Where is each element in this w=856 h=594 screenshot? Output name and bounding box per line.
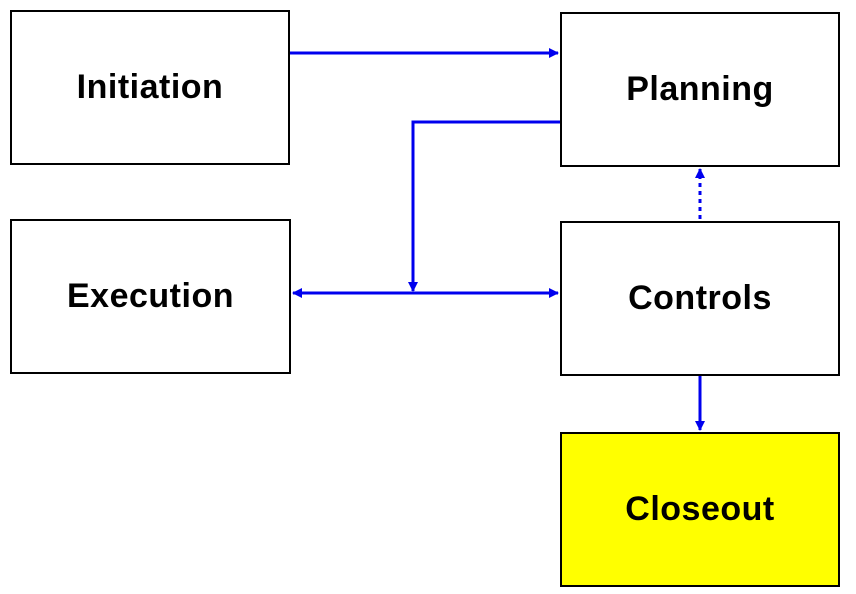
closeout-label: Closeout <box>625 490 775 528</box>
initiation-box: Initiation <box>10 10 290 165</box>
planning-box: Planning <box>560 12 840 167</box>
controls-label: Controls <box>628 279 772 317</box>
planning-label: Planning <box>626 70 774 108</box>
closeout-box: Closeout <box>560 432 840 587</box>
execution-label: Execution <box>67 277 234 315</box>
execution-box: Execution <box>10 219 291 374</box>
initiation-label: Initiation <box>76 68 224 106</box>
planning-to-link-arrow <box>408 120 560 292</box>
controls-box: Controls <box>560 221 840 376</box>
